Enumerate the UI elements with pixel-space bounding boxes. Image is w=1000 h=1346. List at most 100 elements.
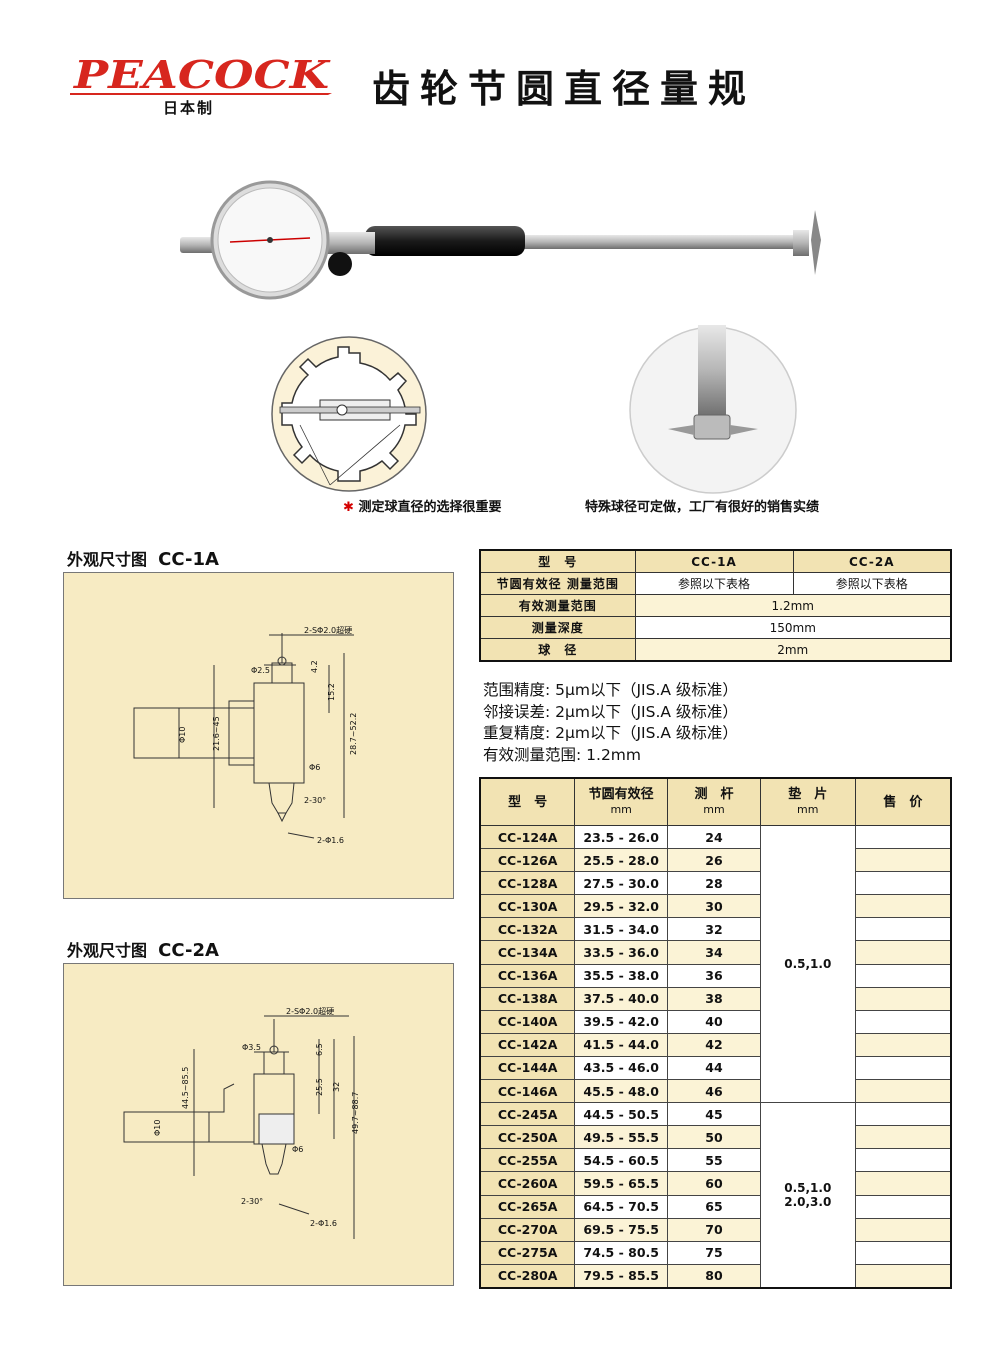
rod-cell: 75: [667, 1240, 761, 1265]
pitch-range-cell: 69.5 - 75.5: [574, 1217, 669, 1242]
dim-label: 32: [332, 1082, 341, 1092]
dim-label: 2-30°: [241, 1197, 263, 1206]
rod-cell: 30: [667, 894, 761, 919]
spec-header-model: 型 号: [479, 549, 636, 573]
price-cell: [854, 1263, 952, 1289]
model-cell: CC-134A: [479, 940, 576, 965]
price-cell: [854, 894, 952, 919]
gauge-photo: [180, 180, 821, 300]
rod-cell: 55: [667, 1148, 761, 1173]
dim-label: Φ6: [292, 1145, 303, 1154]
peacock-logo: PEACOCK: [70, 55, 332, 95]
drawing-cc2a: 2-SΦ2.0超硬 Φ3.5 44.5~85.5 6.5 25.5 32 49.…: [63, 963, 454, 1286]
price-cell: [854, 1009, 952, 1034]
dim-label: 4.2: [310, 660, 319, 673]
price-cell: [854, 940, 952, 965]
dim-label: 25.5: [315, 1078, 324, 1096]
model-cell: CC-128A: [479, 871, 576, 896]
pitch-range-cell: 79.5 - 85.5: [574, 1263, 669, 1289]
pitch-range-cell: 49.5 - 55.5: [574, 1125, 669, 1150]
rod-cell: 34: [667, 940, 761, 965]
model-cell: CC-250A: [479, 1125, 576, 1150]
model-cell: CC-265A: [479, 1194, 576, 1219]
shim-cell: 0.5,1.0: [759, 824, 856, 1104]
price-cell: [854, 871, 952, 896]
rod-cell: 40: [667, 1009, 761, 1034]
shim-line: 2.0,3.0: [784, 1195, 832, 1209]
price-cell: [854, 1055, 952, 1081]
dim-label: 6.5: [315, 1043, 324, 1056]
price-cell: [854, 848, 952, 873]
drawing-title-cc1a: 外观尺寸图 CC-1A: [67, 549, 219, 570]
note-line: 邻接误差: 2μm以下（JIS.A 级标准）: [483, 702, 738, 721]
dim-label: 2-SΦ2.0超硬: [286, 1006, 334, 1016]
model-cell: CC-126A: [479, 848, 576, 873]
pitch-range-cell: 41.5 - 44.0: [574, 1032, 669, 1057]
spec-value: 150mm: [634, 616, 952, 639]
price-cell: [854, 917, 952, 942]
dim-label: Φ6: [309, 763, 320, 772]
note-line: 范围精度: 5μm以下（JIS.A 级标准）: [483, 681, 738, 699]
model-cell: CC-140A: [479, 1009, 576, 1034]
dim-label: Φ3.5: [242, 1043, 261, 1052]
rod-cell: 24: [667, 824, 761, 850]
rod-cell: 65: [667, 1194, 761, 1219]
pitch-range-cell: 74.5 - 80.5: [574, 1240, 669, 1265]
dim-label: 2-SΦ2.0超硬: [304, 625, 352, 635]
model-cell: CC-255A: [479, 1148, 576, 1173]
price-cell: [854, 963, 952, 988]
model-cell: CC-270A: [479, 1217, 576, 1242]
dim-label: Φ2.5: [251, 666, 270, 675]
pitch-range-cell: 39.5 - 42.0: [574, 1009, 669, 1034]
rod-cell: 26: [667, 848, 761, 873]
rod-cell: 50: [667, 1125, 761, 1150]
rod-cell: 36: [667, 963, 761, 988]
spec-value: 参照以下表格: [792, 572, 952, 595]
model-cell: CC-136A: [479, 963, 576, 988]
spec-row: 测量深度 150mm: [479, 616, 952, 639]
pitch-range-cell: 64.5 - 70.5: [574, 1194, 669, 1219]
spec-value: 参照以下表格: [634, 572, 794, 595]
dim-label: 49.7~88.7: [351, 1092, 360, 1134]
spec-value: 2mm: [634, 638, 952, 662]
pitch-range-cell: 23.5 - 26.0: [574, 824, 669, 850]
rod-cell: 42: [667, 1032, 761, 1057]
made-in-japan: 日本制: [163, 99, 215, 117]
spec-row: 球 径 2mm: [479, 638, 952, 662]
note-line: 重复精度: 2μm以下（JIS.A 级标准）: [483, 724, 738, 742]
price-cell: [854, 1171, 952, 1196]
pitch-range-cell: 35.5 - 38.0: [574, 963, 669, 988]
model-cell: CC-146A: [479, 1079, 576, 1104]
rod-cell: 32: [667, 917, 761, 942]
pitch-range-cell: 44.5 - 50.5: [574, 1102, 669, 1127]
model-cell: CC-144A: [479, 1055, 576, 1081]
rod-cell: 45: [667, 1102, 761, 1127]
model-cell: CC-280A: [479, 1263, 576, 1289]
drawing-cc1a: 2-SΦ2.0超硬 Φ2.5 4.2 15.2 28.7~52.2 Φ10 21…: [63, 572, 454, 899]
price-cell: [854, 1240, 952, 1265]
model-cell: CC-275A: [479, 1240, 576, 1265]
pitch-range-cell: 33.5 - 36.0: [574, 940, 669, 965]
spec-label: 有效测量范围: [479, 594, 636, 617]
price-cell: [854, 1217, 952, 1242]
rod-cell: 28: [667, 871, 761, 896]
spec-label: 节圆有效径 测量范围: [479, 572, 636, 595]
model-cell: CC-260A: [479, 1171, 576, 1196]
spec-value: 1.2mm: [634, 594, 952, 617]
